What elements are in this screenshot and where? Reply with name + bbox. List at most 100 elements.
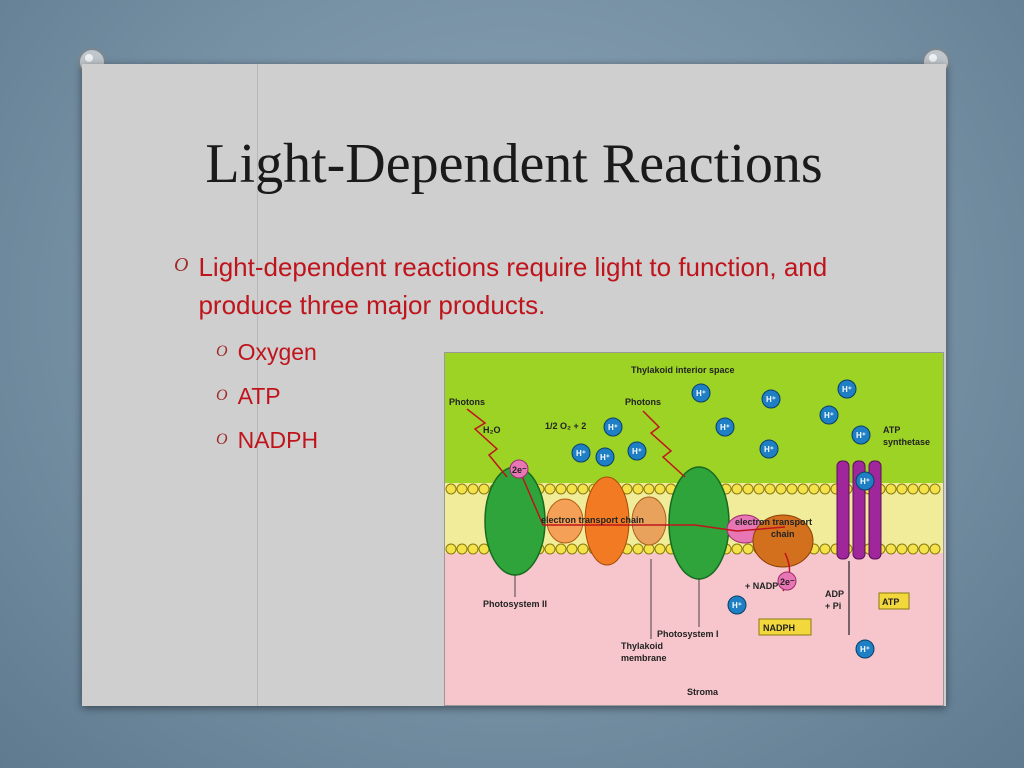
- lipid-head: [885, 543, 897, 555]
- plastocyanin-shape: [631, 496, 667, 546]
- atp-synthetase-label-2: synthetase: [883, 437, 930, 447]
- nadph-box: [758, 618, 812, 636]
- hydrogen-ion-icon: [819, 405, 839, 425]
- pi-label: + Pi: [825, 601, 841, 611]
- lipid-head: [797, 483, 809, 495]
- lipid-head: [467, 543, 479, 555]
- hydrogen-ion-icon: [715, 417, 735, 437]
- electron-pair-icon: [509, 459, 529, 479]
- hydrogen-ion-icon: [691, 383, 711, 403]
- hydrogen-ion-icon: [627, 441, 647, 461]
- lipid-head: [566, 483, 578, 495]
- hydrogen-ion-icon: [855, 639, 875, 659]
- lipid-head: [456, 543, 468, 555]
- lipid-head: [555, 483, 567, 495]
- nadph-product-label: NADPH: [763, 623, 795, 633]
- sub-bullet-text: Oxygen: [237, 339, 317, 365]
- bullet-marker: O: [174, 254, 189, 276]
- hydrogen-ion-icon: [855, 471, 875, 491]
- lipid-head: [786, 483, 798, 495]
- slide-divider-line: [257, 64, 258, 706]
- hydrogen-ion-label: H⁺: [608, 423, 618, 432]
- hydrogen-ion-icon: [595, 447, 615, 467]
- electron-pair-icon-2: [777, 571, 797, 591]
- hydrogen-ion-label: H⁺: [696, 389, 706, 398]
- membrane-label-2: membrane: [621, 653, 667, 663]
- lipid-head: [445, 483, 457, 495]
- lipid-head: [467, 483, 479, 495]
- lipid-head: [918, 483, 930, 495]
- hydrogen-ion-label: H⁺: [824, 411, 834, 420]
- lipid-head: [731, 543, 743, 555]
- lipid-head: [577, 483, 589, 495]
- lipid-head: [643, 483, 655, 495]
- hydrogen-ion-label: H⁺: [860, 477, 870, 486]
- hydrogen-ion-icon: [571, 443, 591, 463]
- hydrogen-ion-label: H⁺: [856, 431, 866, 440]
- sub-bullet-text: NADPH: [237, 427, 319, 453]
- etc-right-label: electron transport: [735, 517, 812, 527]
- hydrogen-ion-label: H⁺: [860, 645, 870, 654]
- lipid-head: [929, 543, 941, 555]
- electron-path-line: [518, 468, 786, 532]
- lipid-head: [478, 483, 490, 495]
- lipid-head: [577, 543, 589, 555]
- slide-title: Light-Dependent Reactions: [205, 133, 823, 195]
- lipid-head: [929, 483, 941, 495]
- lipid-head: [555, 543, 567, 555]
- hydrogen-ion-label: H⁺: [842, 385, 852, 394]
- hydrogen-ion-label: H⁺: [600, 453, 610, 462]
- oxygen-label: 1/2 O₂ + 2: [545, 421, 586, 431]
- electron-pair-label-2: 2e⁻: [780, 577, 795, 587]
- bullet-marker: O: [216, 431, 228, 448]
- lipid-head: [819, 483, 831, 495]
- bullet-text: Light-dependent reactions require light …: [198, 252, 828, 320]
- hydrogen-ion-icon: [837, 379, 857, 399]
- lipid-head: [808, 483, 820, 495]
- adp-label: ADP: [825, 589, 844, 599]
- photon-right-icon: [642, 410, 686, 478]
- sub-bullet-text: ATP: [237, 383, 281, 409]
- hydrogen-ion-icon: [759, 439, 779, 459]
- hydrogen-ions: H⁺H⁺H⁺H⁺H⁺H⁺H⁺H⁺H⁺H⁺H⁺H⁺H⁺H⁺: [571, 379, 875, 659]
- bullet-main: O Light-dependent reactions require ligh…: [174, 248, 834, 324]
- lipid-head: [885, 483, 897, 495]
- interior-space-label: Thylakoid interior space: [631, 365, 735, 375]
- membrane-label-1: Thylakoid: [621, 641, 663, 651]
- lipid-head: [632, 483, 644, 495]
- slide-panel: Light-Dependent Reactions O Light-depend…: [82, 64, 946, 706]
- hydrogen-ion-label: H⁺: [576, 449, 586, 458]
- lipid-head: [742, 543, 754, 555]
- hydrogen-ion-label: H⁺: [720, 423, 730, 432]
- sub-bullet-atp: O ATP: [216, 382, 281, 410]
- lipid-head: [742, 483, 754, 495]
- photon-left-icon: [466, 408, 508, 478]
- lipid-head: [918, 543, 930, 555]
- hydrogen-ion-label: H⁺: [632, 447, 642, 456]
- cytochrome-complex-shape: [584, 476, 630, 566]
- lipid-head: [566, 543, 578, 555]
- atp-product-label: ATP: [882, 597, 899, 607]
- electron-pair-label: 2e⁻: [512, 465, 527, 475]
- lipid-head: [544, 543, 556, 555]
- hydrogen-ion-label: H⁺: [764, 445, 774, 454]
- hydrogen-ion-icon: [603, 417, 623, 437]
- h2o-label: H₂O: [483, 425, 501, 435]
- hydrogen-ion-icon: [761, 389, 781, 409]
- stroma-label: Stroma: [687, 687, 719, 697]
- etc-left-label: electron transport chain: [541, 515, 644, 525]
- etc-right-label-2: chain: [771, 529, 795, 539]
- lipid-head: [654, 543, 666, 555]
- photosystem-i-shape: [668, 466, 730, 580]
- lipid-head: [896, 483, 908, 495]
- lipid-head: [775, 483, 787, 495]
- lipid-head: [907, 543, 919, 555]
- nadp-label: + NADP: [745, 581, 778, 591]
- lipid-head: [654, 483, 666, 495]
- cytochrome-small-shape: [546, 498, 584, 544]
- lipid-head: [764, 483, 776, 495]
- lipid-head: [731, 483, 743, 495]
- sub-bullet-nadph: O NADPH: [216, 426, 318, 454]
- lipid-head: [445, 543, 457, 555]
- photosystem-ii-label: Photosystem II: [483, 599, 547, 609]
